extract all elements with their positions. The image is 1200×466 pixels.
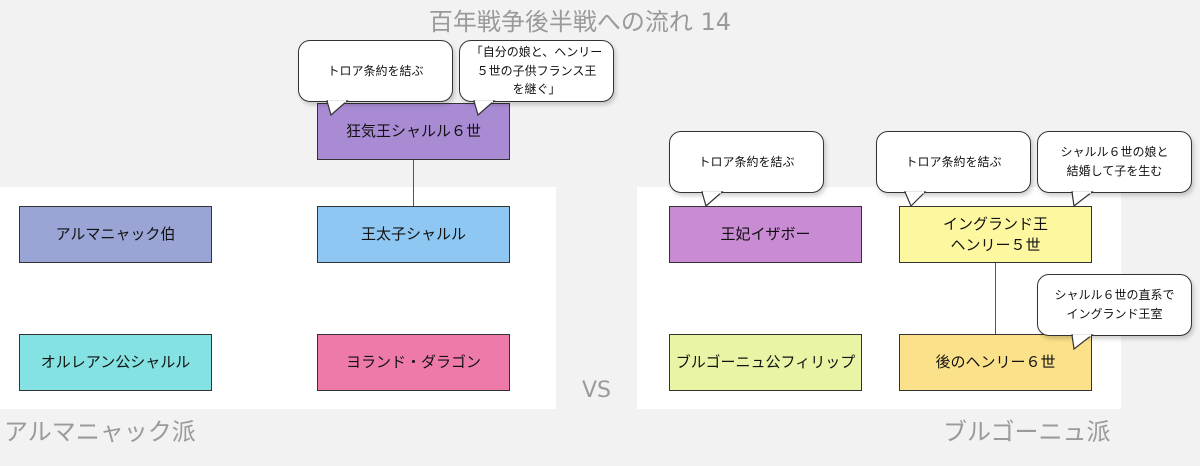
node-henry5-label: イングランド王 ヘンリー５世 xyxy=(942,215,1048,254)
faction-armagnac-label: アルマニャック派 xyxy=(4,418,196,446)
bubble-henry5-marry: シャルル６世の娘と 結婚して子を生む xyxy=(1037,131,1192,208)
bubble-tail xyxy=(473,100,496,117)
faction-burgundy-label: ブルゴーニュ派 xyxy=(943,418,1111,446)
bubble-henry5-treaty: トロア条約を結ぶ xyxy=(876,131,1031,208)
bubble-mad-king-quote-text: 「自分の娘と、ヘンリー ５世の子供フランス王 を継ぐ」 xyxy=(470,45,603,97)
node-mad-king: 狂気王シャルル６世 xyxy=(317,103,510,160)
node-henry6-label: 後のヘンリー６世 xyxy=(935,353,1056,372)
bubble-henry5-marry-text: シャルル６世の娘と 結婚して子を生む xyxy=(1060,145,1169,178)
bubble-mad-king-quote: 「自分の娘と、ヘンリー ５世の子供フランス王 を継ぐ」 xyxy=(459,40,614,117)
node-dauphin-label: 王太子シャルル xyxy=(360,225,466,244)
node-armagnac-count-label: アルマニャック伯 xyxy=(55,225,176,244)
node-henry5: イングランド王 ヘンリー５世 xyxy=(899,206,1092,263)
bubble-isabeau-treaty: トロア条約を結ぶ xyxy=(669,131,824,208)
bubble-tail xyxy=(904,191,927,208)
node-isabeau-label: 王妃イザボー xyxy=(720,225,811,244)
node-burgundy: ブルゴーニュ公フィリップ xyxy=(669,334,862,391)
bubble-tail xyxy=(1071,191,1094,208)
node-burgundy-label: ブルゴーニュ公フィリップ xyxy=(675,353,856,372)
bubble-mad-king-treaty-text: トロア条約を結ぶ xyxy=(327,63,424,78)
bubble-henry6-lineage-text: シャルル６世の直系で イングランド王室 xyxy=(1054,288,1175,321)
connector-henry5-henry6 xyxy=(995,263,997,334)
node-orleans-label: オルレアン公シャルル xyxy=(40,353,191,372)
bubble-tail xyxy=(701,191,724,208)
bubble-isabeau-treaty-text: トロア条約を結ぶ xyxy=(698,154,795,169)
node-henry6: 後のヘンリー６世 xyxy=(899,334,1092,391)
bubble-henry5-treaty-text: トロア条約を結ぶ xyxy=(905,154,1002,169)
node-yolande-label: ヨランド・ダラゴン xyxy=(345,353,481,372)
versus-label: VS xyxy=(582,378,612,403)
node-dauphin: 王太子シャルル xyxy=(317,206,510,263)
bubble-tail xyxy=(326,100,349,117)
diagram-title: 百年戦争後半戦への流れ 14 xyxy=(428,8,732,36)
bubble-henry6-lineage: シャルル６世の直系で イングランド王室 xyxy=(1037,274,1192,351)
bubble-tail xyxy=(1071,334,1094,351)
node-armagnac-count: アルマニャック伯 xyxy=(19,206,212,263)
node-yolande: ヨランド・ダラゴン xyxy=(317,334,510,391)
connector-mad-king-dauphin xyxy=(413,160,415,206)
node-mad-king-label: 狂気王シャルル６世 xyxy=(345,122,481,141)
bubble-mad-king-treaty: トロア条約を結ぶ xyxy=(298,40,453,117)
node-isabeau: 王妃イザボー xyxy=(669,206,862,263)
node-orleans: オルレアン公シャルル xyxy=(19,334,212,391)
